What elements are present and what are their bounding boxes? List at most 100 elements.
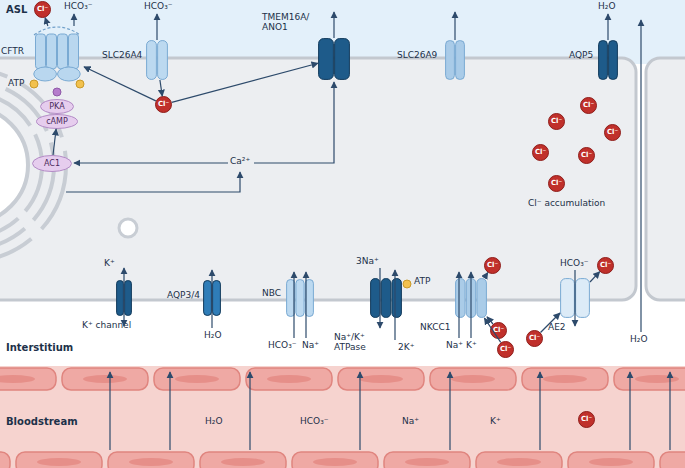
cell-nucleus [175, 375, 219, 383]
cell-nucleus [37, 458, 81, 466]
channel-subunit [335, 39, 350, 80]
protein-shape [203, 280, 221, 316]
protein-label: SLC26A4 [102, 50, 142, 60]
connector-arrow [172, 63, 318, 102]
ion-label: 2K⁺ [398, 342, 414, 352]
blood-flux-arrow [109, 372, 110, 450]
protein-shape [445, 40, 465, 80]
ion-circle-shape [485, 258, 501, 274]
ion-label: Ca²⁺ [230, 156, 250, 166]
ion-label: H₂O [204, 330, 221, 340]
ion-label: Cl⁻ [597, 257, 614, 274]
ion-circle: Cl⁻ [526, 330, 543, 347]
ion-circle: Cl⁻ [548, 175, 565, 192]
connector-arrow [487, 317, 493, 324]
flux-arrow [470, 272, 471, 338]
vesicle [119, 219, 137, 237]
blood-vessel-cell [62, 368, 148, 390]
ion-circle: Cl⁻ [578, 147, 595, 164]
ion-label: HCO₃⁻ [268, 340, 297, 350]
ion-circle: Cl⁻ [155, 96, 172, 113]
blood-vessel-cell [0, 452, 10, 468]
ion-label: Na⁺ [446, 340, 463, 350]
ion-circle: Cl⁻ [484, 257, 501, 274]
cell-nucleus [405, 458, 449, 466]
transport-protein: NKCC1 [455, 278, 487, 318]
blood-flux-arrow [539, 372, 540, 450]
signal-ellipse-shape [33, 156, 72, 172]
connector-arrow [484, 273, 488, 278]
signal-label: AC1 [32, 155, 72, 172]
cell-nucleus [497, 458, 541, 466]
ion-label: Cl⁻ [604, 124, 621, 141]
ion-label: Cl⁻ [578, 147, 595, 164]
channel-subunit [287, 280, 295, 317]
channel-subunit [319, 39, 334, 80]
channel-subunit [117, 281, 124, 316]
blood-vessel-cell [108, 452, 194, 468]
channel-subunit [456, 41, 465, 80]
protein-label: SLC26A9 [397, 50, 437, 60]
channel-subunit [456, 279, 465, 318]
cell-nucleus [635, 375, 679, 383]
blood-vessel-cell [430, 368, 516, 390]
ion-circle-shape [549, 176, 565, 192]
ion-label: Cl⁻ [578, 411, 595, 428]
connector-arrow [53, 129, 56, 155]
cftr-nbd [58, 67, 81, 81]
channel-subunit [561, 279, 575, 318]
cell-nucleus [221, 458, 265, 466]
channel-subunit [446, 41, 455, 80]
ion-circle: Cl⁻ [34, 1, 51, 18]
ion-circle-shape [491, 323, 507, 339]
flux-arrow [73, 14, 74, 26]
cell-nucleus [129, 458, 173, 466]
blood-vessel-cell [0, 368, 56, 390]
cftr-gate [34, 27, 80, 35]
flux-arrow [211, 270, 212, 328]
protein-label: AQP5 [569, 50, 593, 60]
connector-arrow [541, 313, 560, 332]
protein-shape [30, 26, 84, 82]
blood-vessel-cell [476, 452, 562, 468]
channel-subunit [213, 281, 221, 316]
signal-ellipse-shape [41, 100, 74, 114]
ion-label: Cl⁻ [548, 113, 565, 130]
channel-subunit [204, 281, 212, 316]
transport-protein: K⁺ channel [116, 280, 132, 316]
transport-protein: SLC26A4 [146, 40, 168, 80]
channel-subunit [371, 279, 380, 318]
blood-vessel-cell [16, 452, 102, 468]
connector-arrow [45, 18, 48, 26]
cell-nucleus [589, 458, 633, 466]
blood-vessel-cell [568, 452, 654, 468]
transport-protein: TMEM16A/ ANO1 [318, 38, 350, 80]
ion-label: Na⁺ [302, 340, 319, 350]
channel-subunit [576, 279, 590, 318]
ion-label: ATP [8, 78, 24, 88]
cftr-helix-bundle [58, 34, 68, 69]
protein-label: AQP3/4 [167, 290, 200, 300]
blood-vessel-cell [614, 368, 685, 390]
blood-vessel-cell [338, 368, 424, 390]
cell-nucleus [83, 375, 127, 383]
connector-arrow [84, 67, 156, 101]
ion-label: Cl⁻ [34, 1, 51, 18]
transport-protein: SLC26A9 [445, 40, 465, 80]
ion-circle: Cl⁻ [597, 257, 614, 274]
ion-label: Cl⁻ [484, 257, 501, 274]
transport-protein: AE2 [560, 278, 590, 318]
ion-circle-shape [35, 2, 51, 18]
ion-circle-shape [533, 145, 549, 161]
ion-circle-shape [527, 331, 543, 347]
region-label: ASL [6, 4, 27, 15]
ion-label: Na⁺ [402, 416, 419, 426]
channel-subunit [147, 41, 157, 80]
ion-label: HCO₃⁻ [64, 1, 93, 11]
transport-protein: AQP3/4 [203, 280, 221, 316]
regulatory-domain [53, 88, 61, 96]
ion-label: K⁺ [466, 340, 477, 350]
blood-vessel-cell [200, 452, 286, 468]
